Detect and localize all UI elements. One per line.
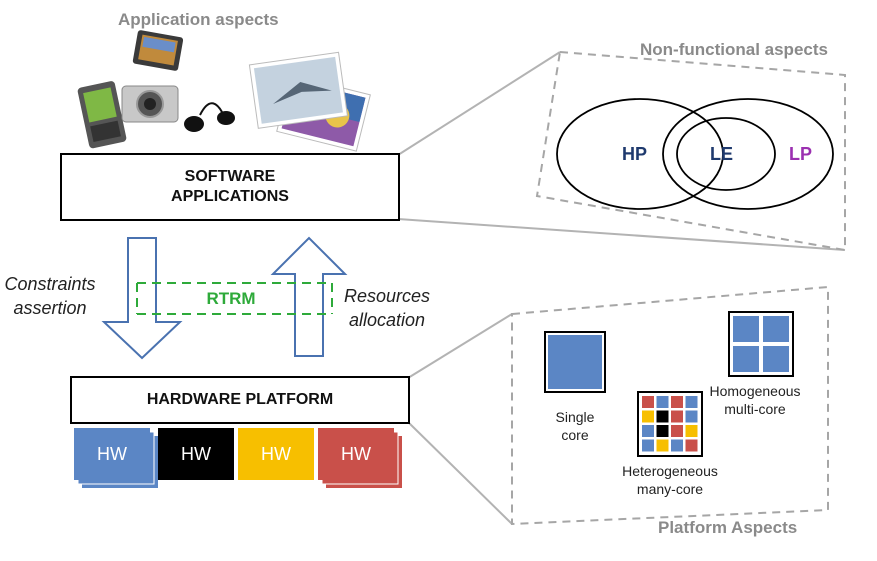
platform-panel: [511, 285, 829, 526]
manycore-cell: [642, 396, 654, 408]
platform-aspects-heading: Platform Aspects: [658, 518, 798, 537]
constraints-arrow: [101, 237, 183, 360]
manycore-cell: [656, 425, 669, 437]
le-label: LE: [710, 144, 734, 164]
lp-circle: [662, 98, 834, 210]
software-applications-box: SOFTWARE APPLICATIONS: [60, 153, 400, 221]
resources-arrow: [270, 236, 348, 357]
hp-label: HP: [622, 144, 648, 164]
heterogeneous-manycore-chip: [637, 391, 703, 457]
manycore-cell: [642, 439, 654, 452]
manycore-cell: [685, 396, 698, 408]
hp-circle: [556, 98, 724, 210]
resources-allocation-label: Resources allocation: [343, 286, 431, 330]
hw-card-blue: HW: [74, 428, 150, 480]
hw-card-red: HW: [318, 428, 394, 480]
single-core-label: Single core: [555, 409, 595, 443]
manycore-cell: [656, 410, 669, 423]
constraints-assertion-label: Constraints assertion: [4, 274, 96, 318]
manycore-cell: [656, 439, 669, 452]
software-line1: SOFTWARE: [184, 168, 276, 185]
heterogeneous-manycore-label: Heterogeneous many-core: [622, 463, 718, 497]
lp-label: LP: [789, 144, 813, 164]
manycore-cell: [671, 425, 683, 437]
manycore-cell: [685, 410, 698, 423]
manycore-cell: [642, 425, 654, 437]
manycore-cell: [671, 396, 683, 408]
hardware-platform-box: HARDWARE PLATFORM: [70, 376, 410, 424]
homogeneous-multicore-chip: [728, 311, 794, 377]
homogeneous-multicore-label: Homogeneous multi-core: [709, 383, 801, 417]
manycore-cell: [656, 396, 669, 408]
rtrm-label: RTRM: [206, 289, 256, 308]
rtrm-connector: [136, 282, 333, 315]
software-line2: APPLICATIONS: [171, 188, 289, 205]
hw-card-yellow: HW: [238, 428, 314, 480]
application-aspects-heading: Application aspects: [118, 10, 279, 29]
manycore-cell: [671, 439, 683, 452]
manycore-cell: [671, 410, 683, 423]
manycore-cell: [642, 410, 654, 423]
hardware-platform-label: HARDWARE PLATFORM: [146, 391, 334, 408]
manycore-cell: [685, 425, 698, 437]
non-functional-aspects-heading: Non-functional aspects: [640, 40, 828, 59]
manycore-cell: [685, 439, 698, 452]
le-circle: [676, 117, 776, 191]
devices-illustration: [77, 30, 371, 152]
hw-card-black: HW: [158, 428, 234, 480]
